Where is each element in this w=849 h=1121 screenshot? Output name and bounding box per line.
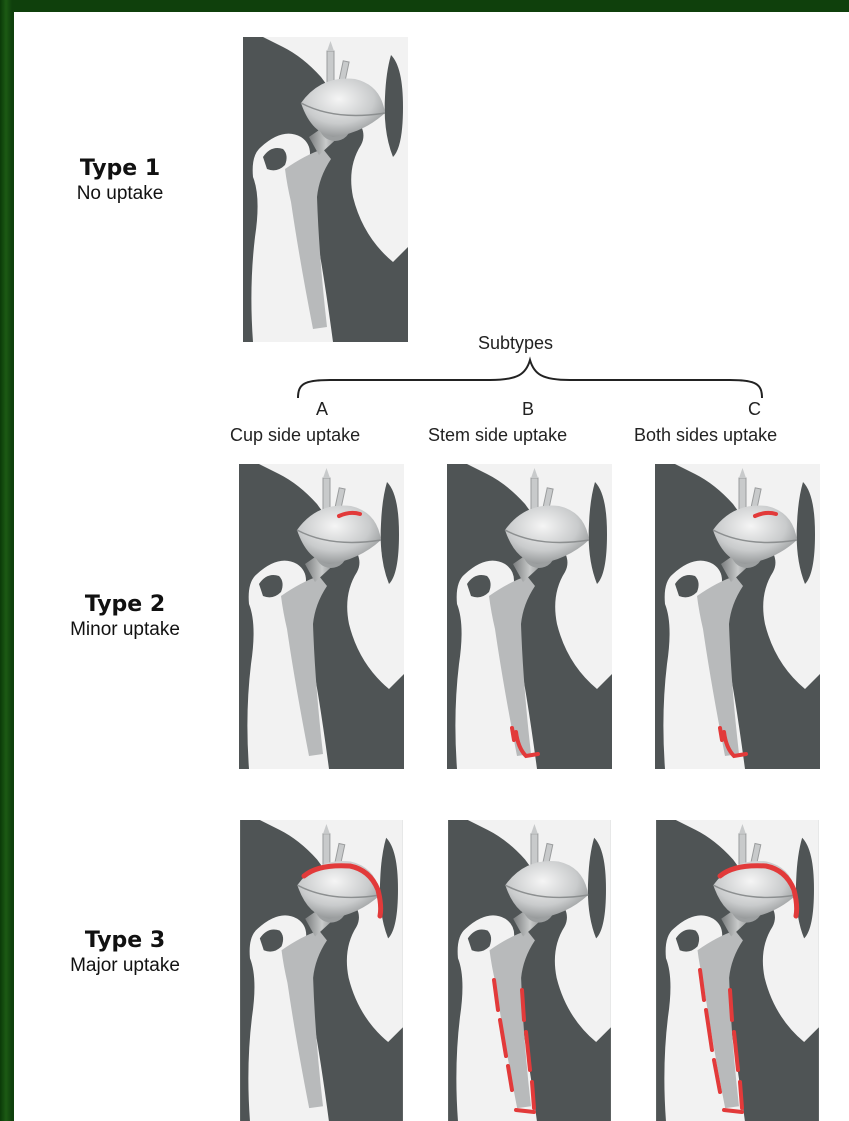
hip-illustration-type-2-a bbox=[238, 464, 405, 769]
subtypes-brace bbox=[290, 356, 770, 402]
hip-illustration-type-2-b bbox=[446, 464, 613, 769]
hip-illustration-type-3-a bbox=[238, 820, 405, 1121]
subtypes-label: Subtypes bbox=[478, 333, 553, 354]
column-desc-c: Both sides uptake bbox=[634, 425, 777, 446]
column-letter-c: C bbox=[748, 399, 761, 420]
type-2-desc: Minor uptake bbox=[30, 618, 220, 642]
type-2-title: Type 2 bbox=[30, 592, 220, 618]
column-desc-b: Stem side uptake bbox=[428, 425, 567, 446]
column-desc-a: Cup side uptake bbox=[230, 425, 360, 446]
column-letter-a: A bbox=[316, 399, 328, 420]
hip-illustration-type-3-c bbox=[654, 820, 821, 1121]
column-letter-b: B bbox=[522, 399, 534, 420]
hip-illustration-type-2-c bbox=[654, 464, 821, 769]
row-label-type-3: Type 3 Major uptake bbox=[30, 928, 220, 978]
type-3-title: Type 3 bbox=[30, 928, 220, 954]
row-label-type-2: Type 2 Minor uptake bbox=[30, 592, 220, 642]
type-1-desc: No uptake bbox=[30, 182, 210, 206]
hip-illustration-type-1 bbox=[243, 37, 408, 342]
hip-illustration-type-3-b bbox=[446, 820, 613, 1121]
row-label-type-1: Type 1 No uptake bbox=[30, 156, 210, 206]
type-3-desc: Major uptake bbox=[30, 954, 220, 978]
type-1-title: Type 1 bbox=[30, 156, 210, 182]
